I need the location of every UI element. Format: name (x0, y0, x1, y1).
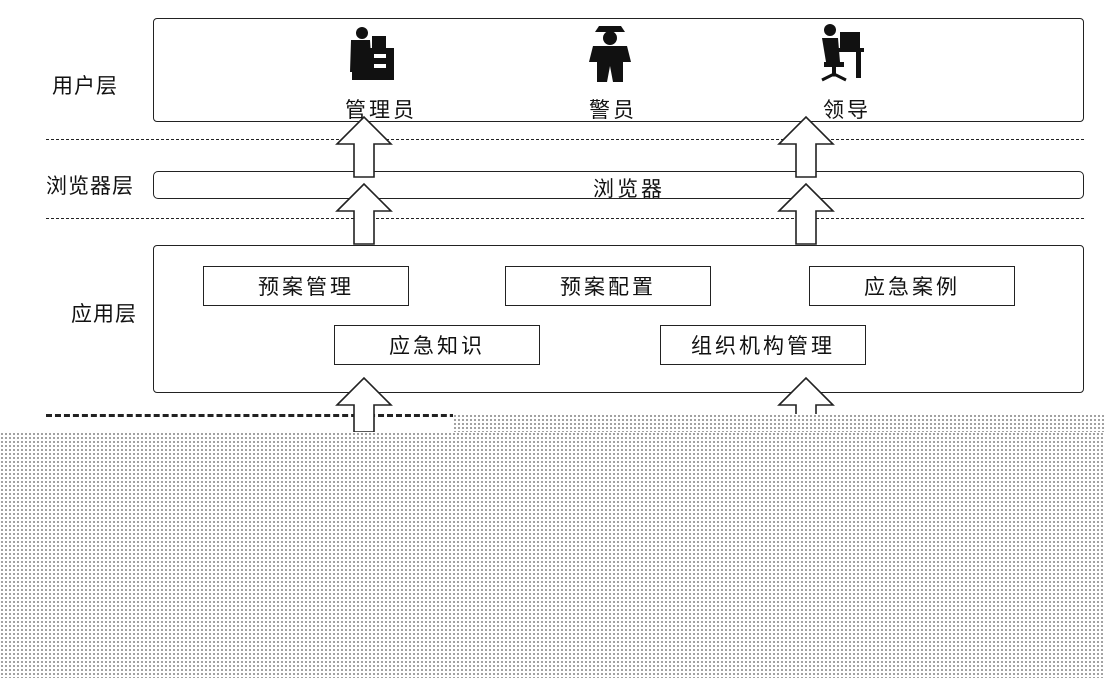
leader-icon (821, 24, 864, 82)
arrow-up-left-to-application (335, 376, 393, 433)
arrow-up-left-to-user (335, 115, 393, 178)
leader-label: 领导 (823, 98, 871, 122)
module-emergency-knowledge: 应急知识 (334, 325, 540, 365)
browser-bar (153, 171, 1084, 199)
separator-user-browser (46, 139, 1084, 140)
module-organization-management: 组织机构管理 (660, 325, 866, 365)
user-layer-label: 用户层 (52, 74, 118, 98)
application-layer-label: 应用层 (71, 302, 137, 326)
dotted-occlusion-bottom (0, 432, 1105, 678)
police-officer-label: 警员 (589, 98, 637, 122)
arrow-up-left-to-browser (335, 182, 393, 245)
separator-browser-application (46, 218, 1084, 219)
module-plan-configuration: 预案配置 (505, 266, 711, 306)
browser-label: 浏览器 (593, 177, 665, 201)
arrow-up-right-to-browser (777, 182, 835, 245)
administrator-label: 管理员 (345, 98, 417, 122)
administrator-icon (350, 27, 394, 80)
module-plan-management: 预案管理 (203, 266, 409, 306)
arrow-up-right-to-user (777, 115, 835, 178)
browser-layer-label: 浏览器层 (46, 174, 134, 198)
police-officer-icon (589, 26, 631, 82)
user-layer-frame (153, 18, 1084, 122)
module-emergency-cases: 应急案例 (809, 266, 1015, 306)
